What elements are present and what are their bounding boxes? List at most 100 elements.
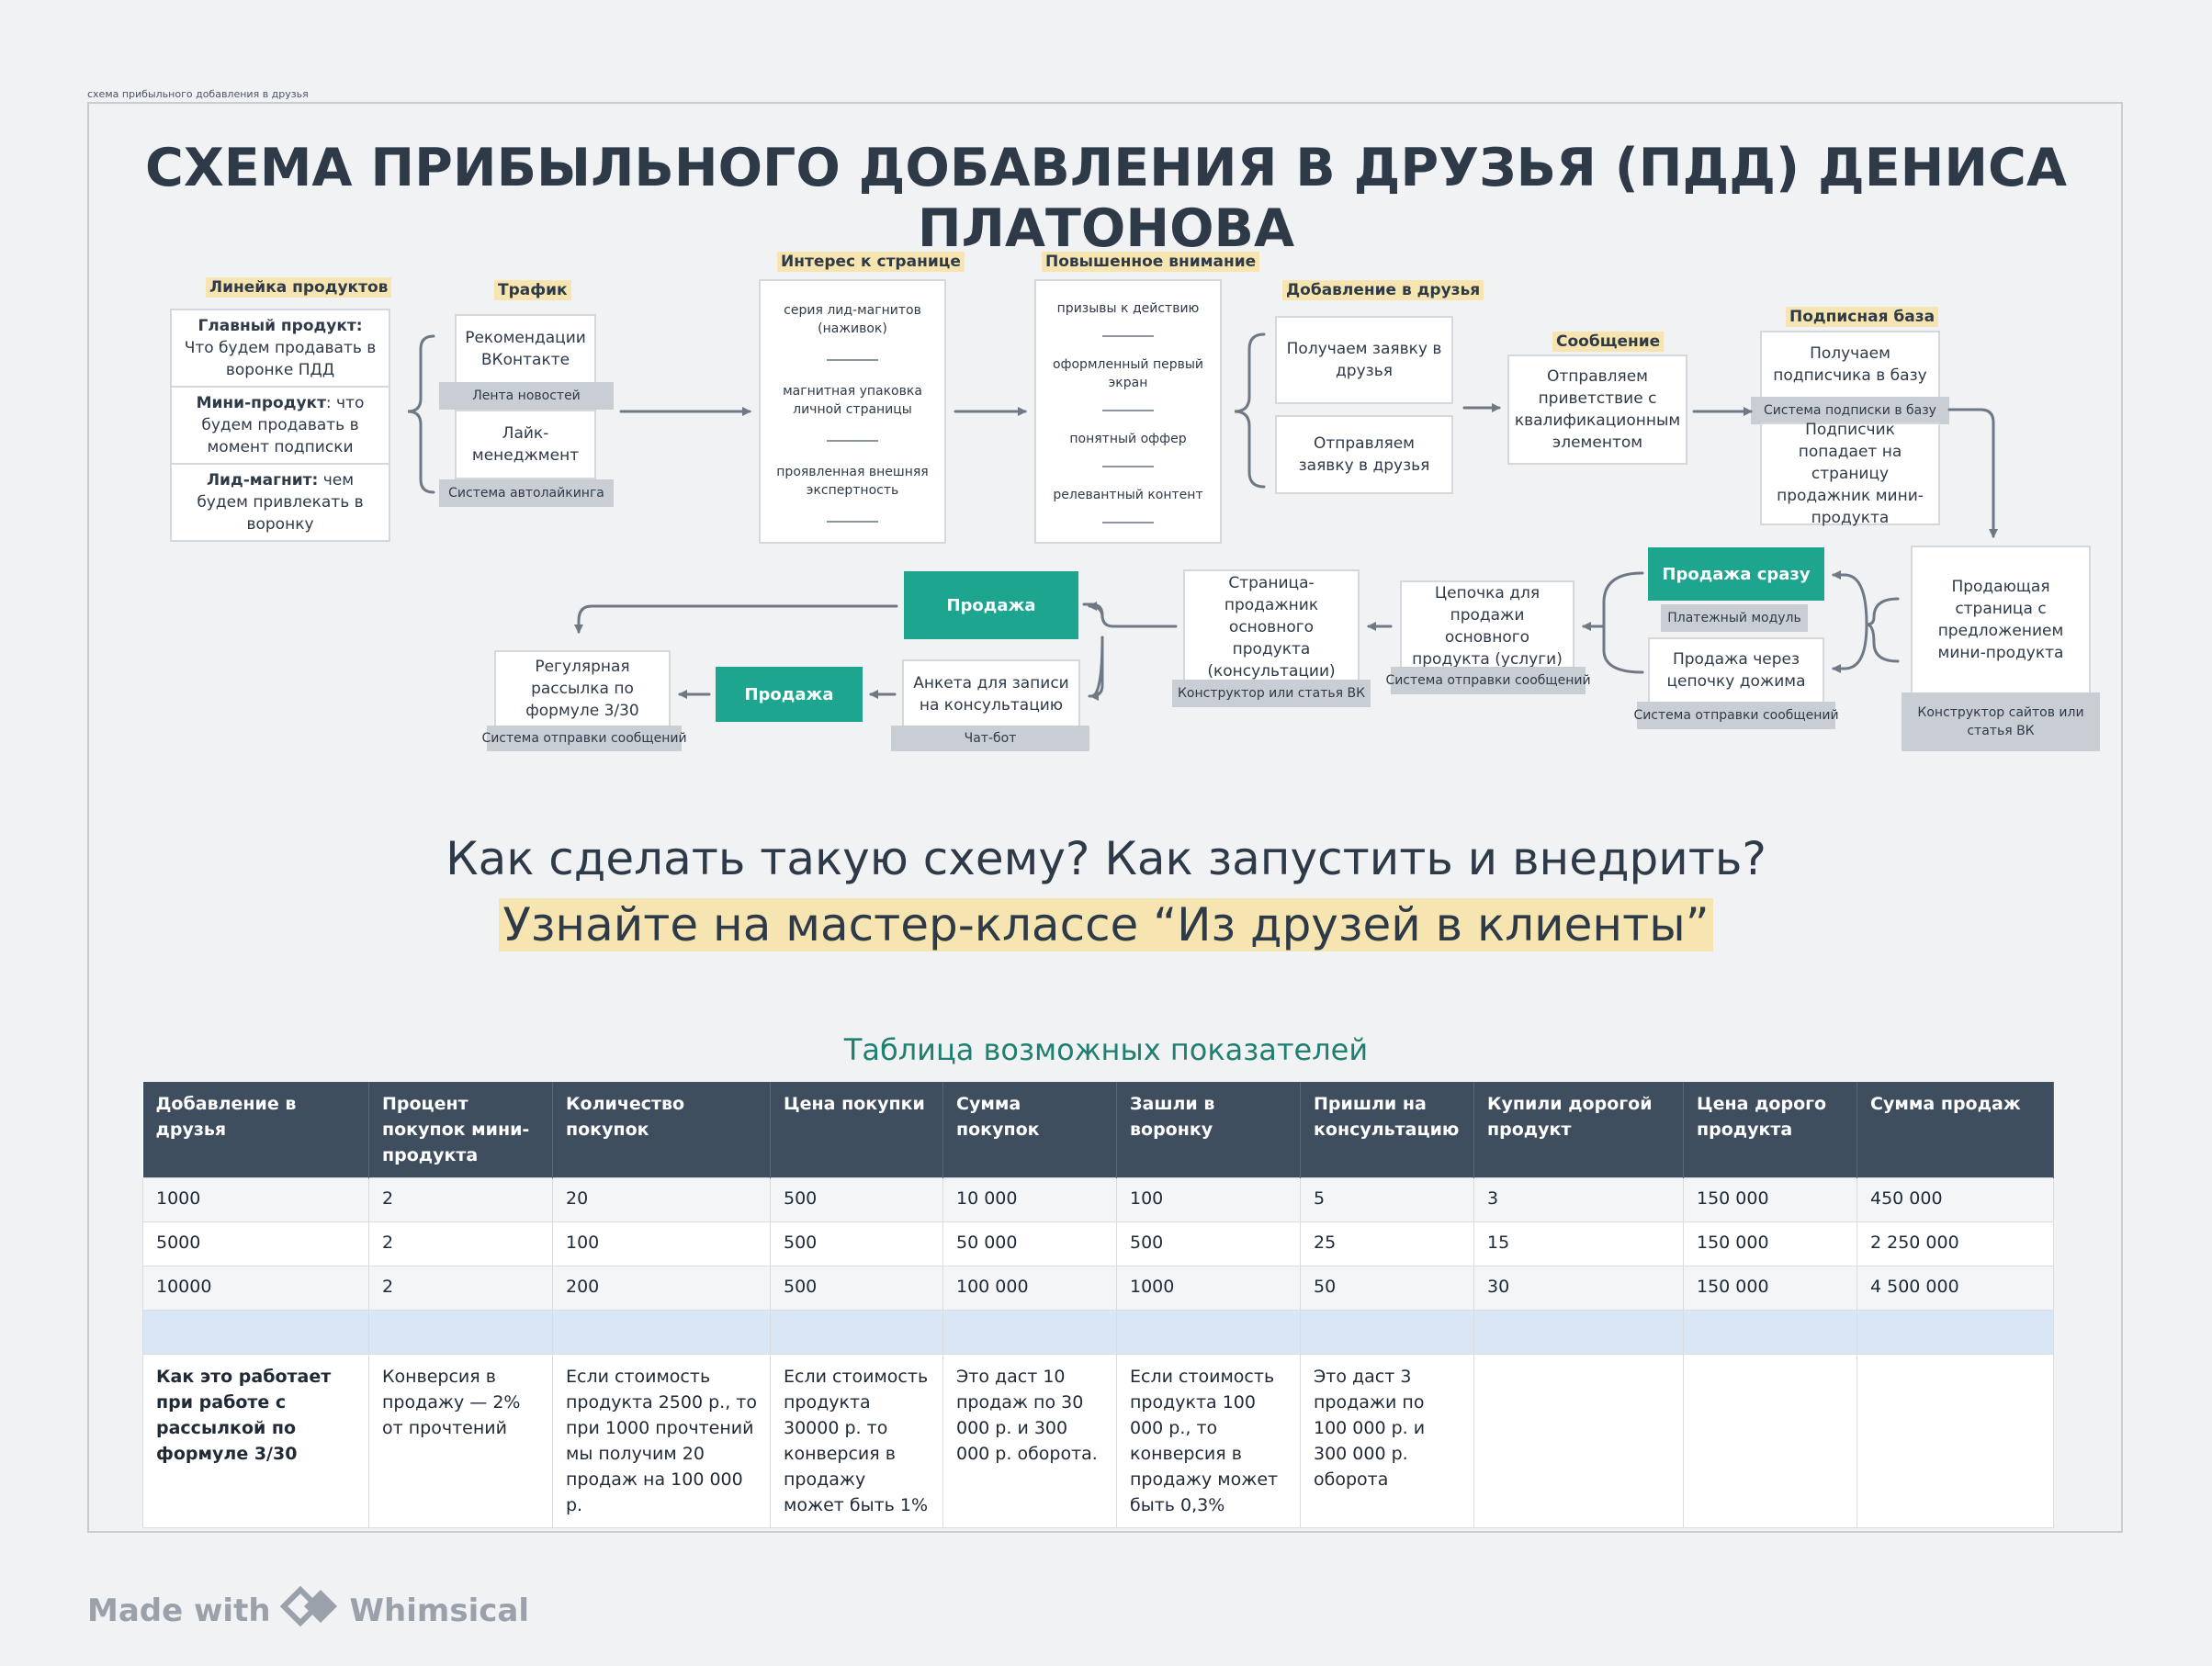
table-header: Добавление в друзья	[142, 1082, 369, 1178]
product-lead-magnet: Лид-магнит: чем будем привлекать в ворон…	[197, 471, 364, 534]
page-main-tag: Конструктор или статья ВК	[1172, 680, 1371, 707]
table-cell: 50 000	[942, 1221, 1117, 1266]
sale-button-top[interactable]: Продажа	[904, 571, 1078, 639]
divider	[827, 439, 878, 442]
consultation-form[interactable]: Анкета для записи на консультацию	[902, 659, 1080, 729]
label-interest: Интерес к странице	[777, 252, 965, 272]
sale-button-bottom[interactable]: Продажа	[716, 667, 863, 722]
table-cell: 500	[770, 1221, 943, 1266]
arrow-to-form	[1089, 636, 1104, 701]
table-cell	[1683, 1354, 1857, 1528]
selling-page-mini[interactable]: Продающая страница с предложением мини-п…	[1911, 546, 2091, 694]
table-row: 1000 2 20 500 10 000 100 5 3 150 000 450…	[142, 1177, 2054, 1222]
table-header: Количество покупок	[552, 1082, 771, 1178]
table-cell: 1000	[1116, 1266, 1301, 1311]
sale-via-chain[interactable]: Продажа через цепочку дожима	[1648, 637, 1824, 704]
table-cell: 150 000	[1683, 1177, 1857, 1222]
mailing-tag: Система отправки сообщений	[481, 726, 687, 751]
table-cell: Это даст 3 продажи по 100 000 р. и 300 0…	[1300, 1354, 1474, 1528]
table-cell: Если стоимость продукта 2500 р., то при …	[552, 1354, 771, 1528]
selling-page-tag: Конструктор сайтов или статья ВК	[1902, 692, 2100, 751]
table-row-empty	[142, 1310, 2054, 1355]
table-header: Сумма покупок	[942, 1082, 1117, 1178]
chain-main-tag: Система отправки сообщений	[1385, 667, 1591, 694]
table-header: Цена дорого продукта	[1683, 1082, 1857, 1178]
page-title: СХЕМА ПРИБЫЛЬНОГО ДОБАВЛЕНИЯ В ДРУЗЬЯ (П…	[145, 138, 2067, 259]
table-cell: 1000	[142, 1177, 369, 1222]
table-cell	[1473, 1354, 1684, 1528]
label-friends: Добавление в друзья	[1282, 280, 1484, 300]
message-greeting[interactable]: Отправляем приветствие с квалификационны…	[1507, 355, 1687, 465]
interest-item: серия лид-магнитов (наживок)	[784, 302, 921, 336]
table-cell: 15	[1473, 1221, 1684, 1266]
table-cell: 3	[1473, 1177, 1684, 1222]
interest-card[interactable]: серия лид-магнитов (наживок) магнитная у…	[759, 279, 946, 544]
product-main: Главный продукт: Что будем продавать в в…	[172, 310, 389, 388]
divider	[1102, 466, 1154, 468]
table-row-notes: Как это работает при работе с рассылкой …	[142, 1354, 2054, 1528]
products-stack[interactable]: Главный продукт: Что будем продавать в в…	[170, 309, 390, 542]
label-message: Сообщение	[1552, 332, 1665, 352]
table-cell: 50	[1300, 1266, 1474, 1311]
subs-mini-product-page[interactable]: Подписчик попадает на страницу продажник…	[1760, 421, 1940, 527]
attention-item: оформленный первый экран	[1052, 356, 1204, 390]
table-cell: 2 250 000	[1856, 1221, 2054, 1266]
table-cell	[552, 1310, 771, 1355]
divider	[827, 358, 878, 361]
table-cell	[142, 1310, 369, 1355]
whimsical-logo-icon	[279, 1583, 341, 1638]
made-with-whimsical[interactable]: Made with Whimsical	[87, 1583, 529, 1638]
friends-receive-request[interactable]: Получаем заявку в друзья	[1275, 316, 1453, 404]
table-cell: Как это работает при работе с рассылкой …	[142, 1354, 369, 1528]
table-cell: Это даст 10 продаж по 30 000 р. и 300 00…	[942, 1354, 1117, 1528]
chain-main-product[interactable]: Цепочка для продажи основного продукта (…	[1400, 580, 1574, 672]
table-cell: 20	[552, 1177, 771, 1222]
table-cell: 500	[1116, 1221, 1301, 1266]
interest-item: проявленная внешняя экспертность	[776, 464, 929, 498]
cta-masterclass[interactable]: Узнайте на мастер-классе “Из друзей в кл…	[0, 898, 2212, 951]
board-label: схема прибыльного добавления в друзья	[87, 88, 309, 100]
sale-chain-tag: Система отправки сообщений	[1633, 702, 1839, 729]
table-header-row: Добавление в друзья Процент покупок мини…	[142, 1082, 2054, 1178]
product-mini: Мини-продукт: что будем продавать в моме…	[172, 388, 389, 465]
table-cell: Если стоимость продукта 100 000 р., то к…	[1116, 1354, 1301, 1528]
attention-card[interactable]: призывы к действию оформленный первый эк…	[1034, 279, 1222, 544]
brace-selling	[1866, 597, 1900, 663]
traffic-like-management[interactable]: Лайк-менеджмент	[455, 410, 596, 479]
table-cell: 2	[368, 1266, 553, 1311]
table-cell	[368, 1310, 553, 1355]
table-header: Пришли на консультацию	[1300, 1082, 1474, 1178]
table-cell: 5000	[142, 1221, 369, 1266]
table-cell: 500	[770, 1177, 943, 1222]
table-cell	[1473, 1310, 1684, 1355]
board-frame	[87, 102, 2123, 1533]
table-cell	[1300, 1310, 1474, 1355]
regular-mailing[interactable]: Регулярная рассылка по формуле 3/30	[494, 650, 671, 727]
traffic-recommendations[interactable]: Рекомендации ВКонтакте	[455, 314, 596, 384]
table-cell: 10 000	[942, 1177, 1117, 1222]
sale-now-button[interactable]: Продажа сразу	[1648, 547, 1824, 601]
table-cell: Конверсия в продажу — 2% от прочтений	[368, 1354, 553, 1528]
interest-item: магнитная упаковка личной страницы	[783, 383, 922, 417]
subs-get-subscriber[interactable]: Получаем подписчика в базу	[1760, 331, 1940, 399]
table-cell	[942, 1310, 1117, 1355]
table-header: Цена покупки	[770, 1082, 943, 1178]
brace-friends	[1234, 332, 1266, 489]
attention-item: понятный оффер	[1069, 431, 1187, 446]
table-cell: 100	[552, 1221, 771, 1266]
divider	[1102, 335, 1154, 338]
table-cell: 30	[1473, 1266, 1684, 1311]
table-header: Процент покупок мини-продукта	[368, 1082, 553, 1178]
attention-item: релевантный контент	[1053, 487, 1203, 502]
arrow-to-sale-now	[1832, 570, 1868, 626]
label-products: Линейка продуктов	[206, 277, 392, 298]
page-main-product[interactable]: Страница-продажник основного продукта (к…	[1183, 569, 1360, 685]
label-traffic: Трафик	[494, 280, 571, 300]
table-cell: 150 000	[1683, 1221, 1857, 1266]
friends-send-request[interactable]: Отправляем заявку в друзья	[1275, 415, 1453, 494]
table-cell	[1683, 1310, 1857, 1355]
made-with-text: Made with	[87, 1592, 271, 1629]
table-header: Купили дорогой продукт	[1473, 1082, 1684, 1178]
cta-masterclass-text: Узнайте на мастер-классе “Из друзей в кл…	[499, 898, 1713, 951]
